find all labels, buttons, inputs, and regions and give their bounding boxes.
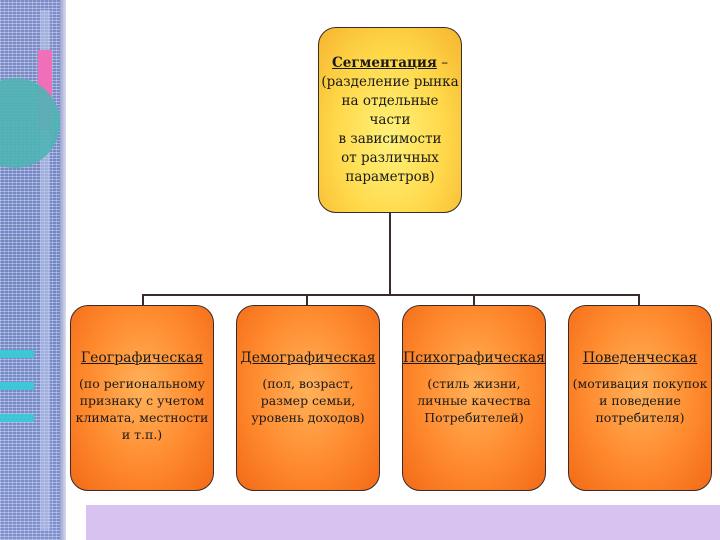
segment-description: (по региональному признаку с учетом клим… [75,376,209,442]
connector-horizontal [142,294,640,296]
segment-node-demographic: Демографическая (пол, возраст, размер се… [236,305,380,491]
decor-cyan-mark [0,382,34,390]
decor-cyan-mark [0,350,34,358]
segment-title: Географическая [80,350,204,366]
segment-description: (мотивация покупок и поведение потребите… [572,376,708,425]
segment-node-behavioral: Поведенческая (мотивация покупок и повед… [568,305,712,491]
root-node: Сегментация – (разделение рынка на отдел… [318,27,462,213]
root-title: Сегментация [332,54,437,71]
connector-root-down [389,213,391,295]
connector-demo [306,294,308,305]
segment-title: Психографическая [403,350,545,366]
connector-psycho [473,294,475,305]
connector-geo [142,294,144,305]
connector-behavior [638,294,640,305]
segment-title: Поведенческая [582,350,698,366]
decor-strip-edge [60,0,66,540]
segment-node-geographic: Географическая (по региональному признак… [70,305,214,491]
segment-description: (пол, возраст, размер семьи, уровень дох… [251,376,365,425]
segment-title: Демографическая [240,350,376,366]
decor-cyan-mark [0,414,34,422]
segment-node-psychographic: Психографическая (стиль жизни, личные ка… [402,305,546,491]
root-description: – (разделение рынка на отдельные части в… [321,54,459,185]
root-text: Сегментация – (разделение рынка на отдел… [321,54,458,187]
decor-bottom-band [86,505,720,540]
segment-description: (стиль жизни, личные качества Потребител… [417,376,531,425]
decor-bar [40,10,50,530]
